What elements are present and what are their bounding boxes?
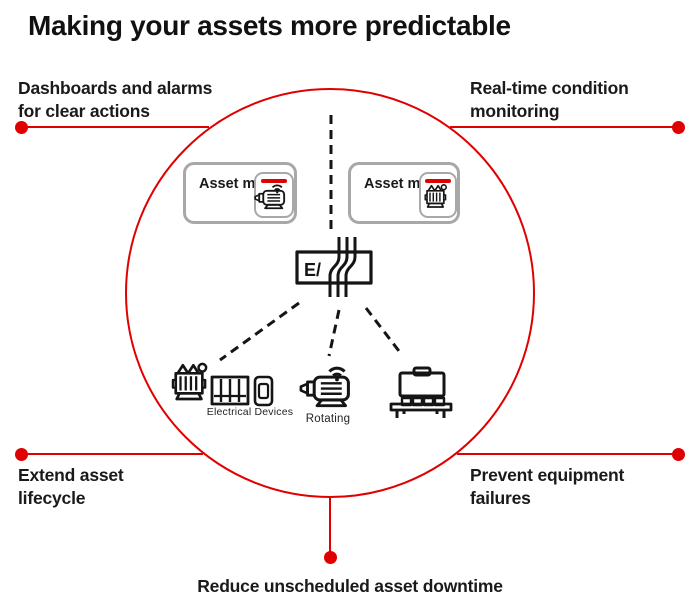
transformer-icon	[424, 183, 448, 208]
callout-line: for clear actions	[18, 101, 150, 121]
endpoint-dot-bottom-right	[671, 447, 685, 461]
callout-realtime-monitoring: Real-time condition monitoring	[470, 77, 629, 123]
callout-line: Real-time condition	[470, 78, 629, 98]
protection-relay-icon	[253, 375, 274, 407]
connector-line-bottom-left	[21, 453, 203, 455]
callout-extend-lifecycle: Extend asset lifecycle	[18, 464, 124, 510]
substation-icon: E/	[295, 237, 373, 297]
substation-label: E/	[304, 260, 321, 280]
endpoint-dot-top-left	[14, 120, 28, 134]
callout-reduce-downtime: Reduce unscheduled asset downtime	[0, 575, 700, 598]
endpoint-dot-bottom-center	[323, 550, 337, 564]
callout-prevent-failures: Prevent equipment failures	[470, 464, 624, 510]
group-label-rotating: Rotating	[305, 413, 351, 425]
callout-line: monitoring	[470, 101, 560, 121]
asset-model-iconbox	[254, 172, 294, 218]
connector-line-bottom-right	[457, 453, 678, 455]
dashed-link-middle	[327, 309, 341, 357]
machine-icon	[389, 366, 453, 418]
endpoint-dot-top-right	[671, 120, 685, 134]
callout-dashboards-alarms: Dashboards and alarms for clear actions	[18, 77, 212, 123]
red-status-bar	[261, 179, 287, 183]
asset-model-label-line: Asset	[199, 176, 239, 192]
asset-model-label-line: Asset	[364, 176, 404, 192]
callout-line: Reduce unscheduled asset downtime	[197, 576, 503, 596]
connector-line-top-right	[450, 126, 678, 128]
asset-model-iconbox	[419, 172, 457, 218]
page-title: Making your assets more predictable	[28, 10, 511, 41]
callout-line: Extend asset	[18, 465, 124, 485]
connector-line-bottom-center	[329, 496, 331, 557]
red-status-bar	[425, 179, 451, 183]
dashed-link-right	[364, 307, 404, 356]
connector-line-top-left	[21, 126, 209, 128]
switchgear-cabinet-icon	[210, 375, 250, 406]
group-label-electrical-devices: Electrical Devices	[206, 406, 294, 418]
motor-wifi-icon	[299, 366, 350, 408]
dashed-links	[219, 115, 404, 362]
endpoint-dot-bottom-left	[14, 447, 28, 461]
callout-line: Prevent equipment	[470, 465, 625, 485]
asset-model-card-right: Asset model	[348, 162, 460, 224]
dashed-link-left	[219, 301, 300, 362]
motor-wifi-icon	[254, 184, 286, 210]
callout-line: lifecycle	[18, 488, 86, 508]
callout-line: Dashboards and alarms	[18, 78, 213, 98]
callout-line: failures	[470, 488, 531, 508]
transformer-icon	[171, 362, 208, 401]
